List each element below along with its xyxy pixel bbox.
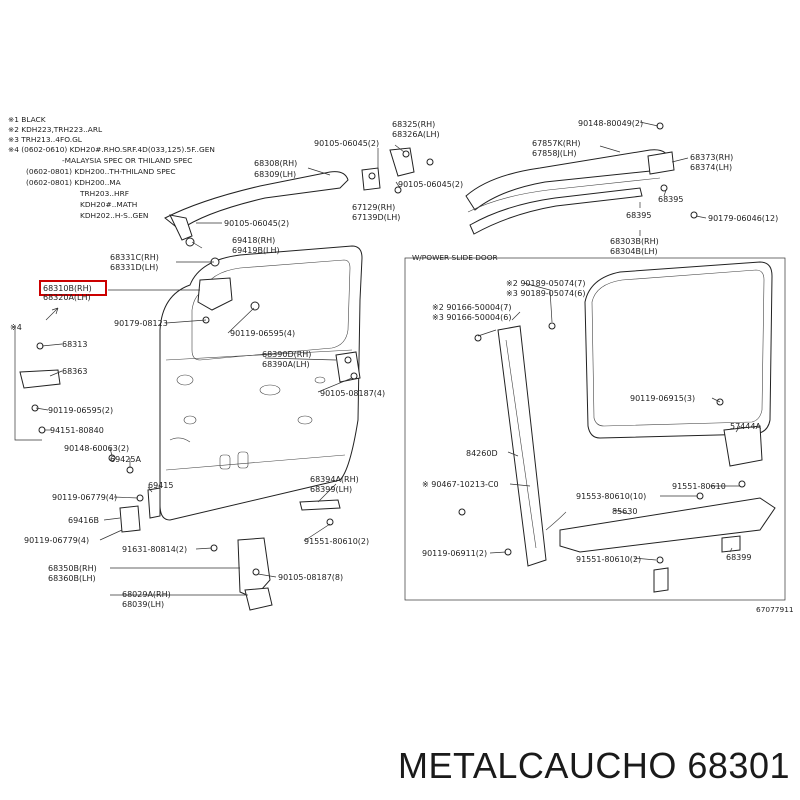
label-68363: 68363 xyxy=(62,367,87,376)
label-94151: 94151-80840 xyxy=(50,426,104,435)
leader-lines xyxy=(35,121,741,596)
label-90119-f: 90119-06911(2) xyxy=(422,549,487,558)
note-5: -MALAYSIA SPEC OR THILAND SPEC xyxy=(62,156,192,165)
label-68320a: 68320A(LH) xyxy=(43,293,91,302)
note-7: (0602-0801) KDH200..MA xyxy=(26,178,121,187)
label-68350b: 68350B(RH) xyxy=(48,564,97,573)
note-2: ※2 KDH223,TRH223..ARL xyxy=(8,125,103,134)
label-69418: 69418(RH) xyxy=(232,236,275,245)
label-67858j: 67858J(LH) xyxy=(532,149,577,158)
label-68325: 68325(RH) xyxy=(392,120,435,129)
inset-title: W/POWER SLIDE DOOR xyxy=(412,253,498,262)
note-3: ※3 TRH213..4FO.GL xyxy=(8,135,83,144)
label-90179-b: 90179-06046(12) xyxy=(708,214,778,223)
label-68303b: 68303B(RH) xyxy=(610,237,659,246)
label-90179-a: 90179-08123 xyxy=(114,319,168,328)
label-69419b: 69419B(LH) xyxy=(232,246,280,255)
note-6: (0602-0801) KDH200..TH-THILAND SPEC xyxy=(26,167,176,176)
label-68326a: 68326A(LH) xyxy=(392,130,440,139)
sliding-door-panel xyxy=(159,245,363,521)
label-68304b: 68304B(LH) xyxy=(610,247,658,256)
label-90119-e: 90119-06915(3) xyxy=(630,394,695,403)
brand-caption: METALCAUCHO 68301 xyxy=(398,745,790,786)
label-90119-c: 90119-06779(4) xyxy=(52,493,117,502)
label-90119-a: 90119-06595(4) xyxy=(230,329,295,338)
label-68360b: 68360B(LH) xyxy=(48,574,96,583)
label-68373: 68373(RH) xyxy=(690,153,733,162)
label-68309: 68309(LH) xyxy=(254,170,296,179)
label-90105-e: 90105-08187(8) xyxy=(278,573,343,582)
note-1: ※1 BLACK xyxy=(8,115,46,124)
label-90119-b: 90119-06595(2) xyxy=(48,406,113,415)
label-91551-c: 91551-80610(2) xyxy=(576,555,641,564)
label-68399-a: 68399(LH) xyxy=(310,485,352,494)
label-90467: ※ 90467-10213-C0 xyxy=(422,480,499,489)
lower-hinge-assembly xyxy=(210,499,341,611)
label-90105-c: 90105-06045(2) xyxy=(224,219,289,228)
label-90105-a: 90105-06045(2) xyxy=(314,139,379,148)
label-star4: ※4 xyxy=(10,323,22,332)
label-90189-b: ※3 90189-05074(6) xyxy=(506,289,585,298)
note-10: KDH202..H-S..GEN xyxy=(80,211,148,220)
label-68308: 68308(RH) xyxy=(254,159,297,168)
label-67857k: 67857K(RH) xyxy=(532,139,581,148)
label-67129: 67129(RH) xyxy=(352,203,395,212)
label-91551-b: 91551-80610 xyxy=(672,482,726,491)
label-90148-a: 90148-60063(2) xyxy=(64,444,129,453)
note-8: TRH203..HRF xyxy=(79,189,129,198)
label-90105-b: 90105-06045(2) xyxy=(398,180,463,189)
label-69425a: 69425A xyxy=(110,455,141,464)
label-91631: 91631-80814(2) xyxy=(122,545,187,554)
label-85630: 85630 xyxy=(612,507,637,516)
label-68331c: 68331C(RH) xyxy=(110,253,159,262)
label-68390d: 68390D(RH) xyxy=(262,350,311,359)
label-68331d: 68331D(LH) xyxy=(110,263,158,272)
label-68310b-highlighted: 68310B(RH) xyxy=(43,284,92,293)
door-trim-rail xyxy=(465,122,698,235)
label-90119-d: 90119-06779(4) xyxy=(24,536,89,545)
label-69416b: 69416B xyxy=(68,516,99,525)
label-90148-b: 90148-80049(2) xyxy=(578,119,643,128)
label-91553: 91553-80610(10) xyxy=(576,492,646,501)
label-68395-a: 68395 xyxy=(658,195,683,204)
label-57444a: 57444A xyxy=(730,422,761,431)
label-67139d: 67139D(LH) xyxy=(352,213,400,222)
label-68394a: 68394A(RH) xyxy=(310,475,359,484)
label-91551-a: 91551-80610(2) xyxy=(304,537,369,546)
label-68029a: 68029A(RH) xyxy=(122,590,171,599)
highlight-box xyxy=(39,280,107,296)
power-slide-door-inset: W/POWER SLIDE DOOR 67077911 xyxy=(404,253,794,614)
label-90166-b: ※3 90166-50004(6) xyxy=(432,313,511,322)
label-68039: 68039(LH) xyxy=(122,600,164,609)
note-4: ※4 (0602-0610) KDH20#.RHO.SRF.4D(033,125… xyxy=(8,145,215,154)
label-68399-b: 68399 xyxy=(726,553,751,562)
upper-roller-assembly xyxy=(361,147,434,194)
label-90189-a: ※2 90189-05074(7) xyxy=(506,279,585,288)
center-roller xyxy=(335,351,361,383)
label-90166-a: ※2 90166-50004(7) xyxy=(432,303,511,312)
part-labels: 68325(RH) 68326A(LH) 90105-06045(2) 6830… xyxy=(10,119,778,609)
label-68313: 68313 xyxy=(62,340,87,349)
label-69415: 69415 xyxy=(148,481,173,490)
label-68390a: 68390A(LH) xyxy=(262,360,310,369)
label-90105-d: 90105-08187(4) xyxy=(320,389,385,398)
figure-code: 67077911 xyxy=(756,605,794,614)
notes-block: ※1 BLACK ※2 KDH223,TRH223..ARL ※3 TRH213… xyxy=(8,115,215,220)
label-84260d: 84260D xyxy=(466,449,498,458)
left-side-bracket xyxy=(14,307,161,533)
upper-rail xyxy=(164,171,349,247)
label-68374: 68374(LH) xyxy=(690,163,732,172)
note-9: KDH20#..MATH xyxy=(80,200,137,209)
label-68395-b: 68395 xyxy=(626,211,651,220)
